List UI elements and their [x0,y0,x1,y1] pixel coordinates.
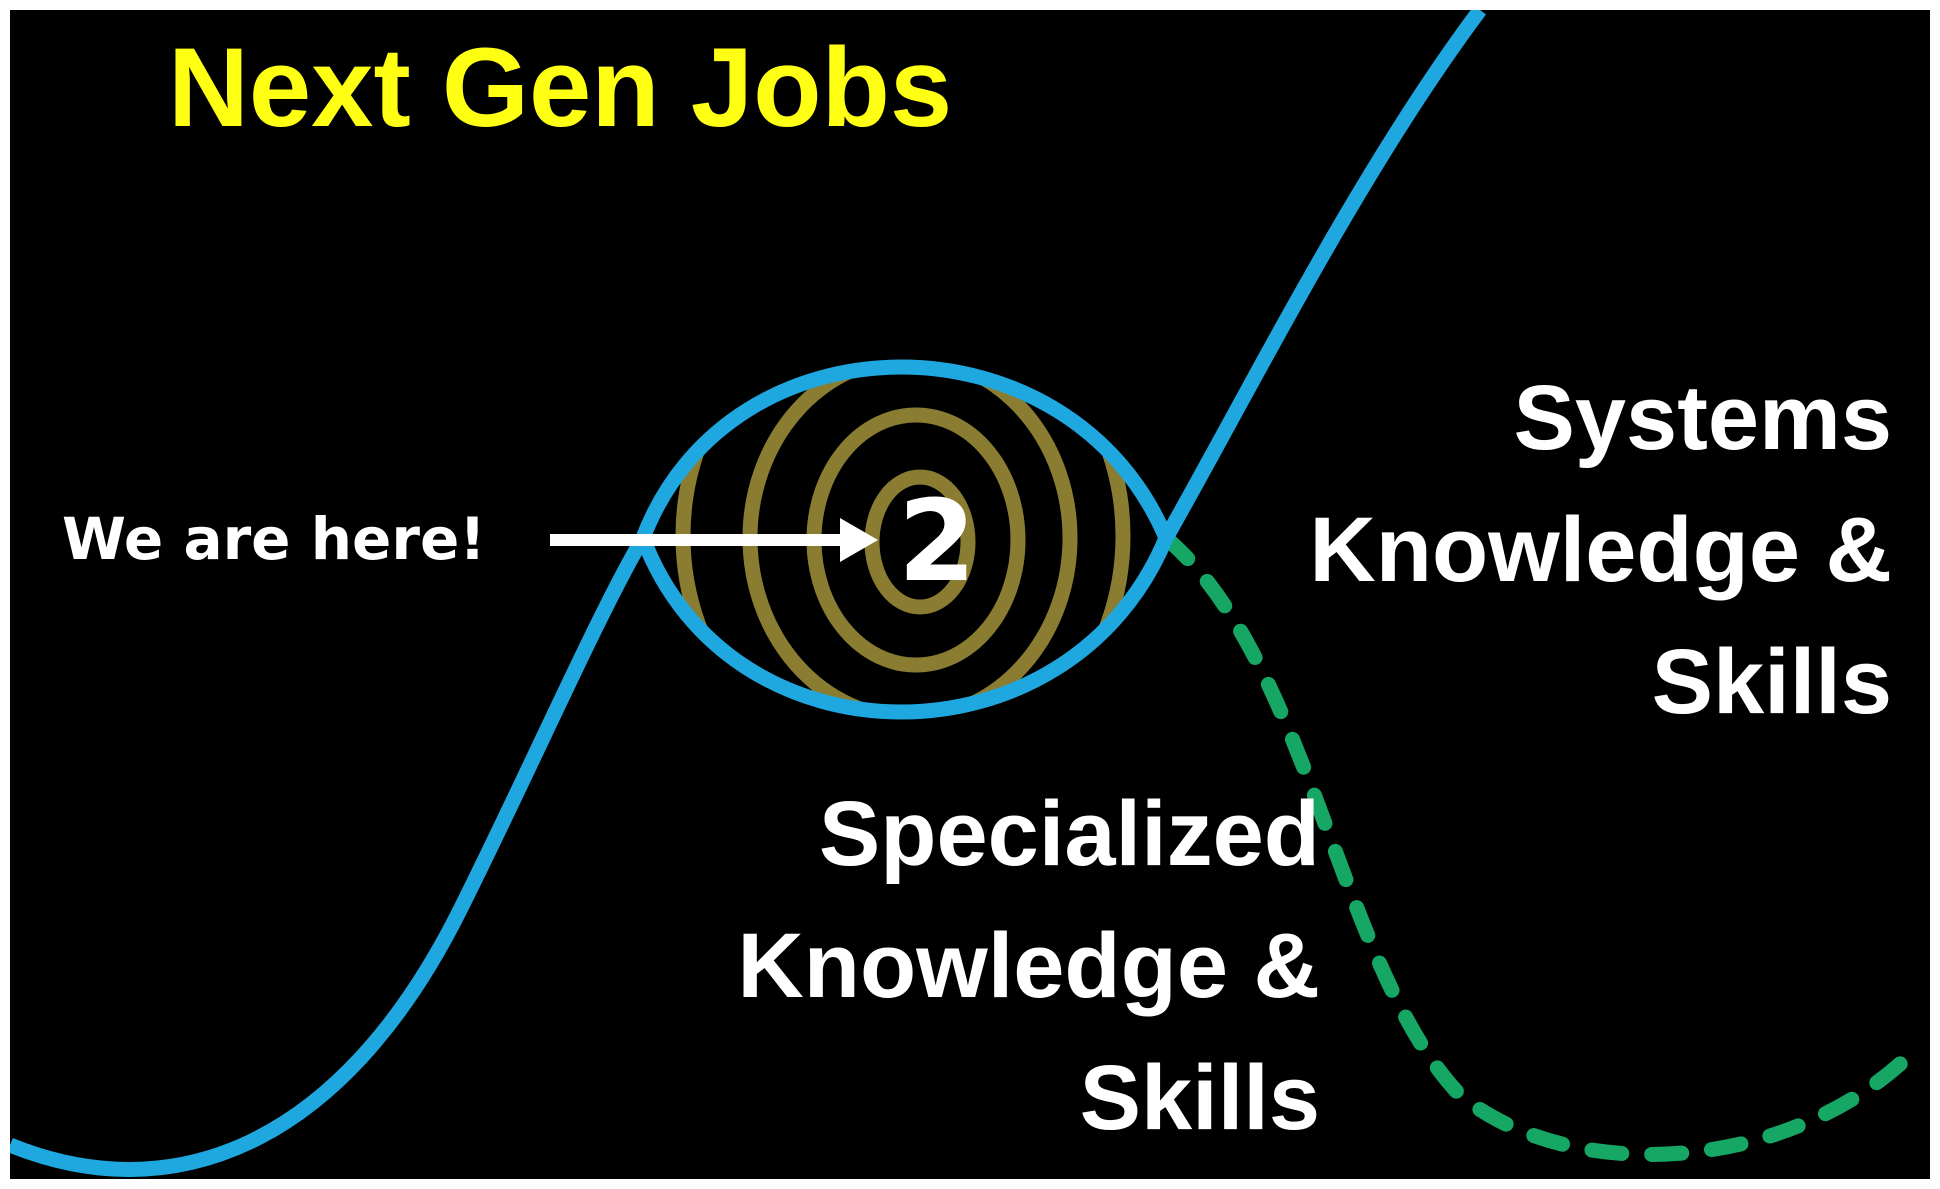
lens-upper-arc [635,359,1173,541]
declining-curve [1158,530,1923,1162]
systems-label: Systems Knowledge & Skills [1309,352,1892,748]
arrow-icon [550,518,878,562]
diagram-panel: Next Gen Jobs We are here! 2 Systems Kno… [10,10,1930,1179]
systems-label-line: Skills [1651,631,1892,733]
phase-marker: 2 [898,477,976,607]
specialized-label-line: Skills [1079,1047,1320,1149]
specialized-label-line: Specialized [818,783,1320,885]
we-are-here-callout: We are here! [62,505,486,573]
specialized-label-line: Knowledge & [737,915,1320,1017]
curves-diagram [10,10,1923,1177]
specialized-label: Specialized Knowledge & Skills [737,768,1320,1164]
main-s-curve [10,10,1487,1177]
page-title: Next Gen Jobs [168,25,953,150]
systems-label-line: Knowledge & [1309,499,1892,601]
systems-label-line: Systems [1513,367,1892,469]
